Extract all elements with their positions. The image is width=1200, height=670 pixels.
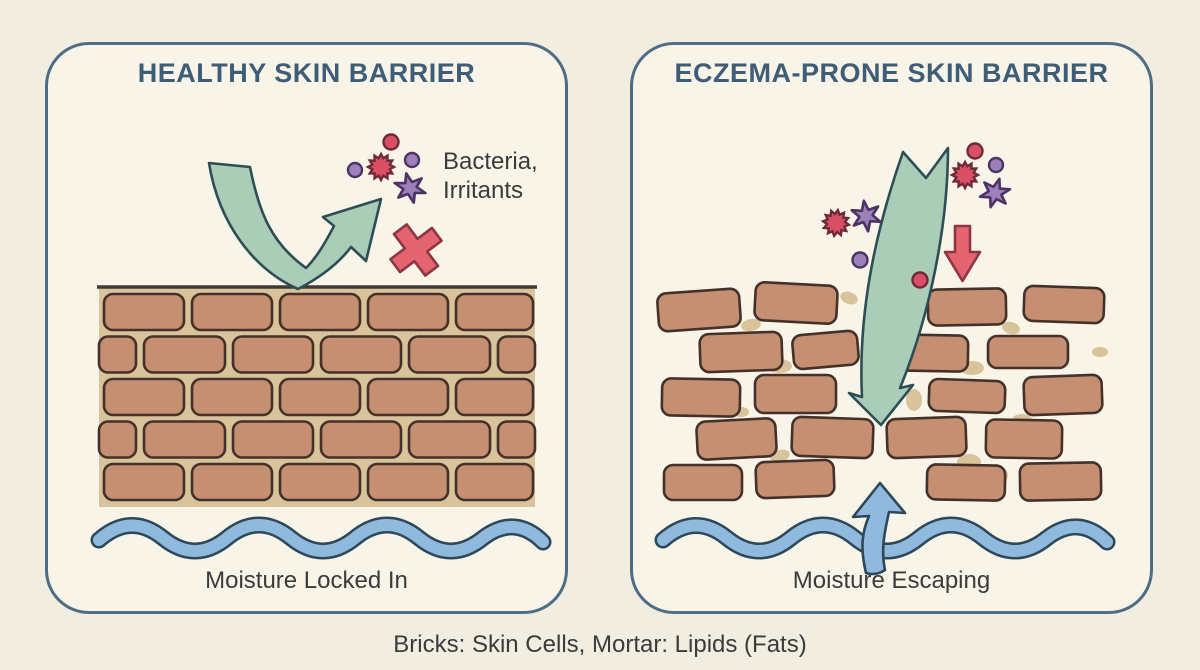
blocked-x-icon — [378, 212, 454, 288]
bacteria-dot-icon — [911, 271, 929, 289]
healthy-panel-title: HEALTHY SKIN BARRIER — [137, 58, 476, 88]
bacteria-cluster-right — [820, 142, 1015, 289]
moisture-wave-left-icon — [90, 516, 552, 560]
healthy-brick-wall — [97, 285, 537, 507]
eczema-brick-wall — [656, 281, 1108, 502]
moisture-wave-right-icon — [654, 516, 1116, 560]
bacteria-dot-icon — [966, 142, 984, 160]
bacteria-dot-icon — [346, 161, 364, 179]
bounce-arrow-icon — [207, 161, 383, 291]
bacteria-dot-icon — [382, 133, 400, 151]
bacteria-dot-icon — [403, 151, 421, 169]
legend-caption: Bricks: Skin Cells, Mortar: Lipids (Fats… — [393, 631, 807, 658]
eczema-panel-title: ECZEMA-PRONE SKIN BARRIER — [674, 58, 1109, 88]
bacteria-burst-icon — [950, 160, 980, 190]
bacteria-burst-icon — [366, 152, 396, 182]
bacteria-dot-icon — [987, 156, 1005, 174]
bacteria-label-line1: Bacteria, — [443, 148, 538, 175]
bacteria-dot-icon — [851, 251, 869, 269]
moisture-locked-in-label: Moisture Locked In — [205, 567, 408, 594]
moisture-escape-arrow-icon — [851, 481, 907, 576]
entry-arrow-icon — [943, 224, 982, 283]
penetration-arrow-icon — [847, 146, 950, 427]
moisture-escaping-label: Moisture Escaping — [792, 567, 991, 594]
bacteria-irritants-label: Bacteria, Irritants — [443, 147, 538, 205]
irritant-star-icon — [389, 169, 431, 207]
bacteria-label-line2: Irritants — [443, 177, 524, 204]
irritant-star-icon — [975, 175, 1015, 211]
bacteria-burst-icon — [820, 207, 852, 239]
bacteria-cluster-left — [346, 133, 431, 207]
